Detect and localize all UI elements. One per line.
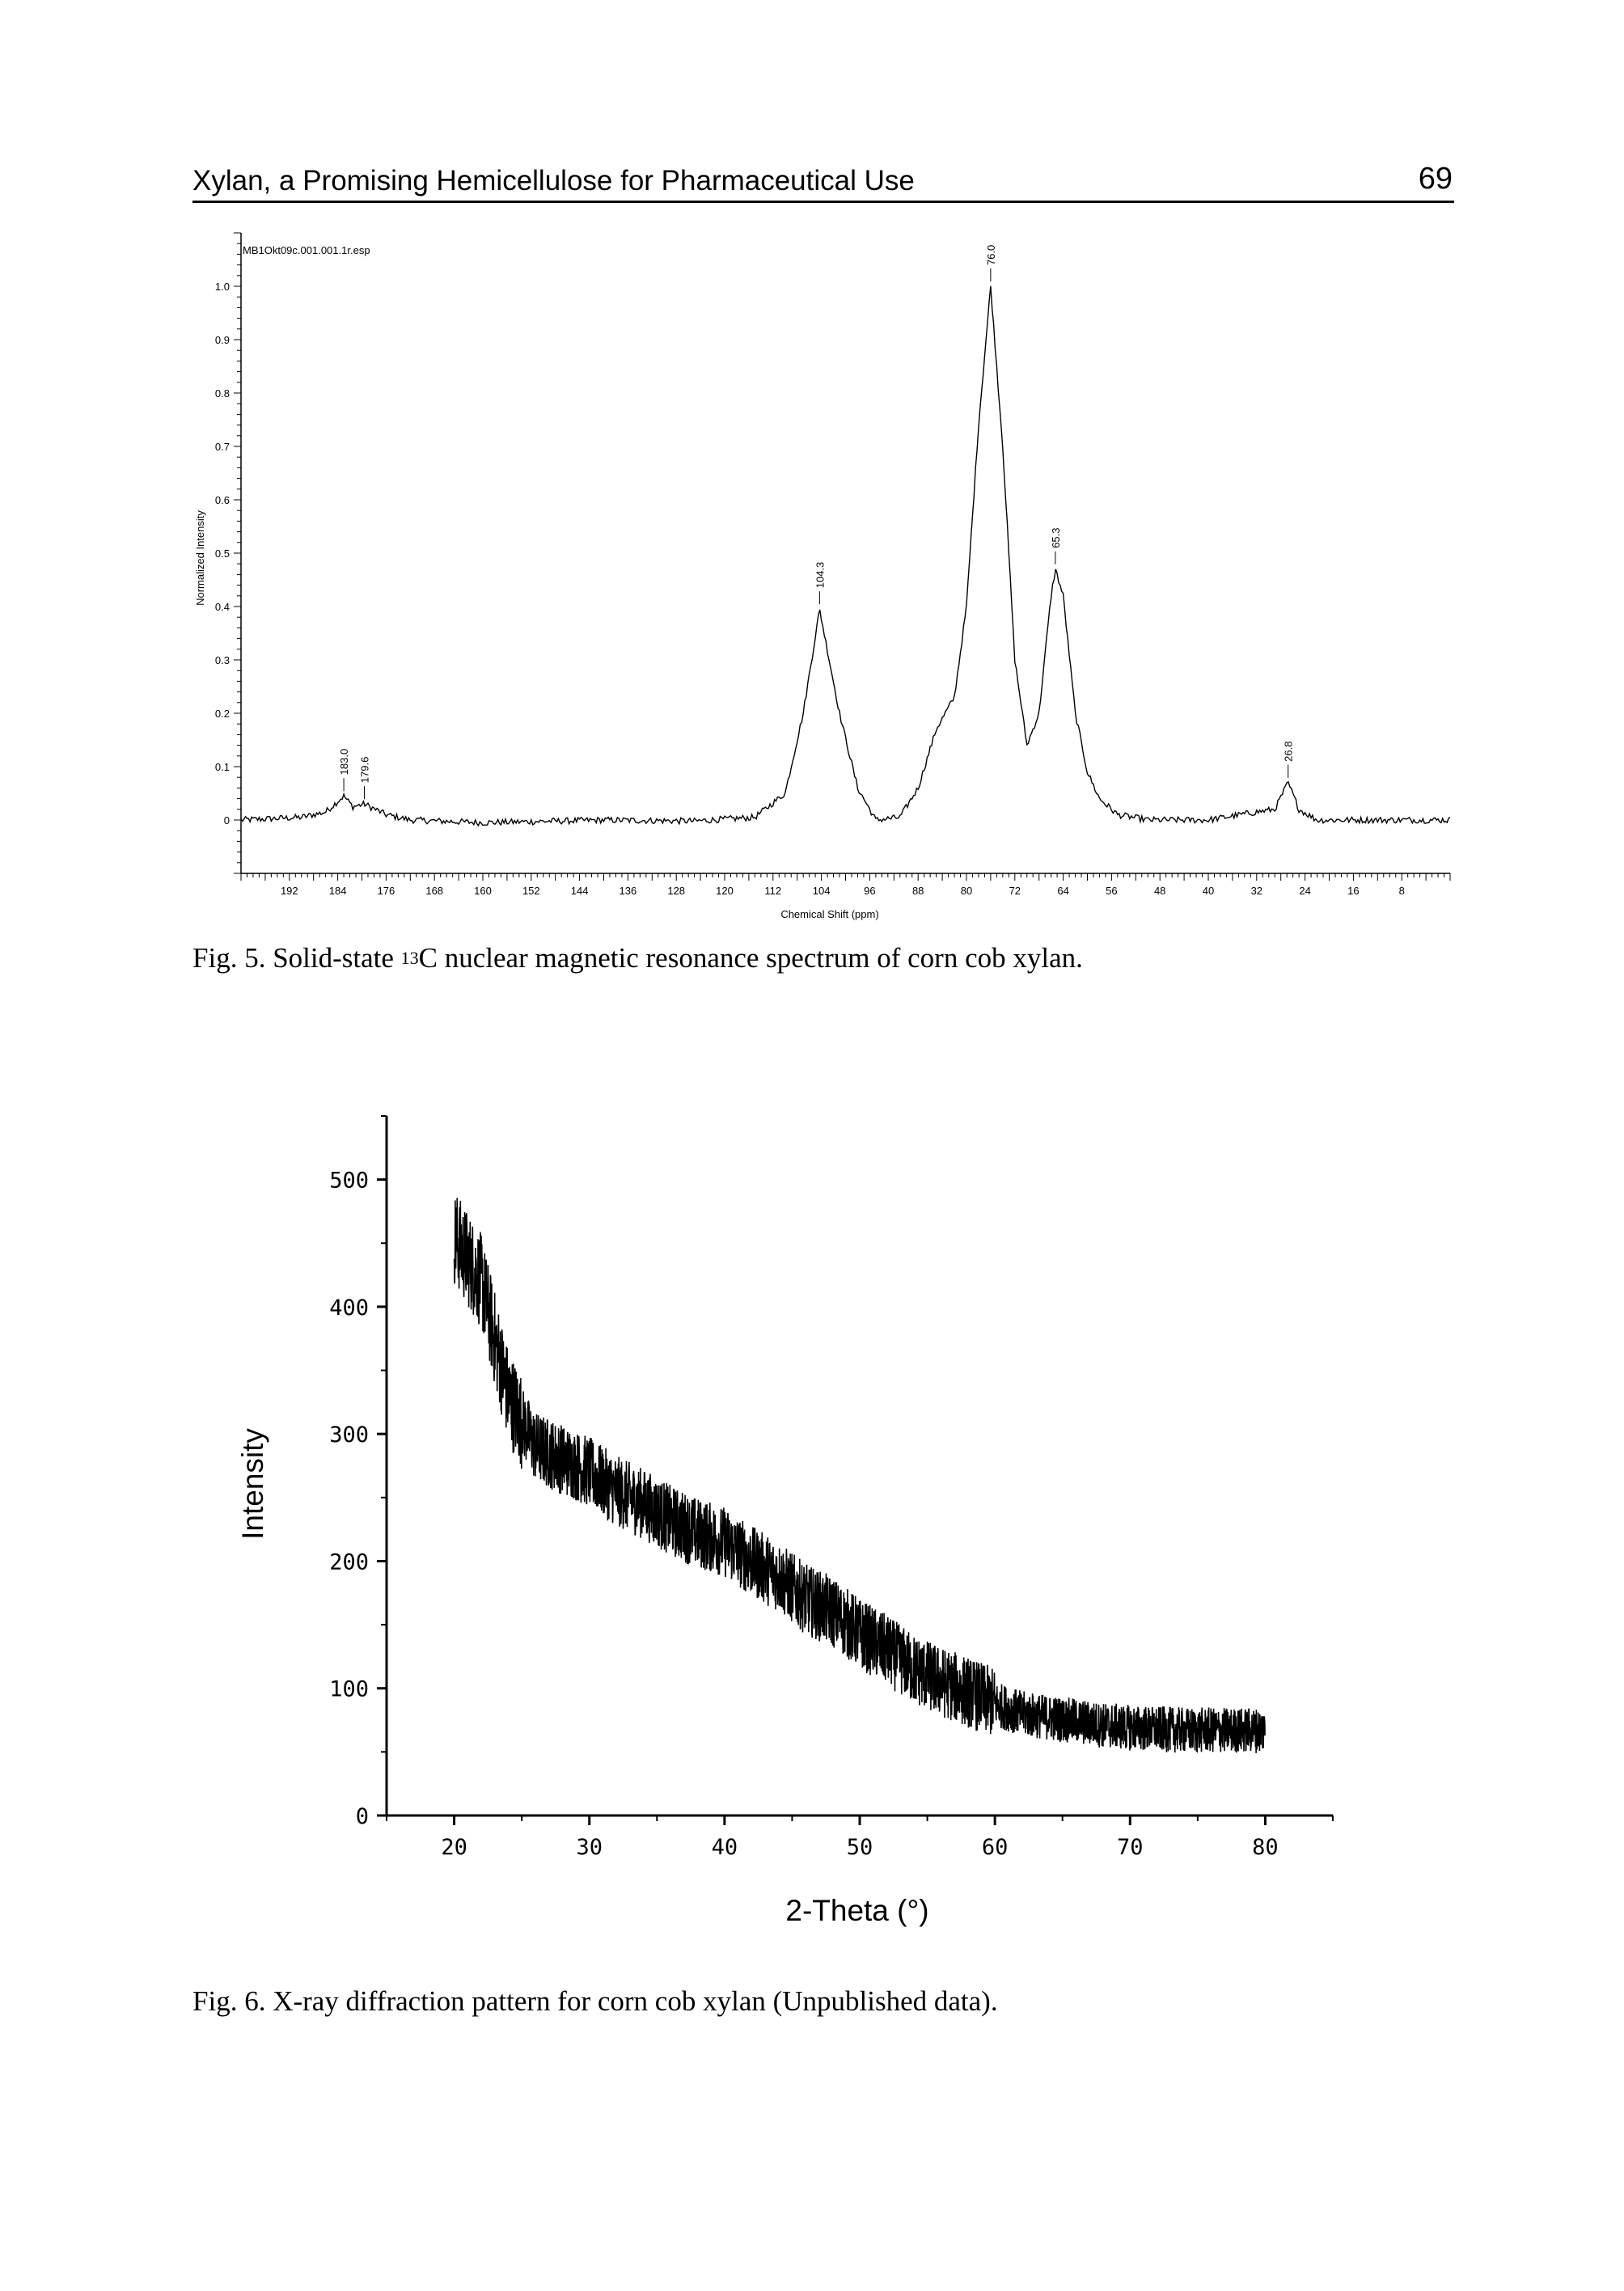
- nmr-y-tick-label: 0.6: [215, 494, 230, 506]
- nmr-x-tick-label: 32: [1251, 885, 1262, 897]
- figure-5-caption-suffix: C nuclear magnetic resonance spectrum of…: [418, 942, 1083, 974]
- xrd-y-axis-title: Intensity: [236, 1428, 269, 1540]
- nmr-y-tick-label: 0.7: [215, 441, 230, 453]
- nmr-x-tick-label: 136: [620, 885, 637, 897]
- header-rule: [192, 201, 1454, 203]
- xrd-y-tick-label: 300: [329, 1422, 369, 1448]
- nmr-x-tick-label: 80: [961, 885, 972, 897]
- nmr-x-tick-label: 8: [1399, 885, 1405, 897]
- nmr-series-line: [240, 285, 1451, 827]
- xrd-y-tick-label: 0: [356, 1804, 369, 1829]
- nmr-x-tick-label: 16: [1347, 885, 1359, 897]
- xrd-x-tick-label: 40: [712, 1835, 738, 1860]
- xrd-y-tick-label: 400: [329, 1296, 369, 1321]
- nmr-y-tick-label: 0.5: [215, 547, 230, 560]
- xrd-y-tick-label: 200: [329, 1549, 369, 1575]
- nmr-peak-label: 179.6: [358, 757, 370, 784]
- xrd-y-tick-label: 500: [329, 1169, 369, 1194]
- figure-5-caption: Fig. 5. Solid-state 13C nuclear magnetic…: [192, 942, 1083, 974]
- nmr-y-tick-label: 0.3: [215, 654, 230, 666]
- page-number: 69: [1418, 162, 1453, 196]
- nmr-peak-label: 183.0: [338, 749, 350, 776]
- nmr-x-tick-label: 160: [474, 885, 492, 897]
- nmr-x-tick-label: 152: [522, 885, 540, 897]
- nmr-peak-label: 76.0: [985, 245, 997, 265]
- nmr-x-axis-title: Chemical Shift (ppm): [780, 908, 878, 920]
- nmr-x-tick-label: 168: [425, 885, 443, 897]
- nmr-x-tick-label: 112: [764, 885, 781, 897]
- xrd-pattern-figure: 20 30 40 50 60 70 80 0 100 200 300 400 500 2-Theta (…: [226, 1104, 1359, 1945]
- nmr-peak-label: 65.3: [1050, 527, 1062, 547]
- xrd-x-tick-label: 20: [441, 1835, 467, 1860]
- xrd-x-axis-title: 2-Theta (°): [785, 1894, 928, 1927]
- nmr-x-tick-label: 120: [716, 885, 734, 897]
- xrd-x-tick-label: 80: [1252, 1835, 1279, 1860]
- nmr-y-tick-label: 0.2: [215, 708, 230, 720]
- figure-5-caption-prefix: Fig. 5. Solid-state: [192, 942, 401, 974]
- xrd-x-tick-label: 60: [982, 1835, 1009, 1860]
- xrd-series-line: [453, 1198, 1266, 1754]
- xrd-x-tick-label: 50: [847, 1835, 873, 1860]
- nmr-x-tick-label: 64: [1057, 885, 1068, 897]
- nmr-y-tick-label: 0.9: [215, 334, 230, 346]
- xrd-pattern-chart: 20 30 40 50 60 70 80 0 100 200 300 400 500 2-Theta (…: [236, 1115, 1334, 1927]
- figure-6-caption: Fig. 6. X-ray diffraction pattern for co…: [192, 1985, 998, 2017]
- nmr-x-tick-label: 56: [1106, 885, 1117, 897]
- nmr-y-tick-label: 1.0: [215, 281, 230, 293]
- nmr-x-tick-label: 184: [329, 885, 347, 897]
- nmr-y-tick-label: 0.4: [215, 601, 230, 613]
- figure-5-caption-superscript: 13: [400, 948, 419, 968]
- nmr-x-tick-label: 176: [378, 885, 395, 897]
- nmr-y-tick-label: 0.1: [215, 761, 230, 773]
- nmr-x-tick-label: 104: [813, 885, 831, 897]
- running-header-title: Xylan, a Promising Hemicellulose for Pha…: [192, 165, 915, 197]
- xrd-y-tick-label: 100: [329, 1677, 369, 1702]
- nmr-peak-label: 26.8: [1283, 741, 1295, 761]
- nmr-x-tick-label: 144: [571, 885, 589, 897]
- nmr-y-tick-label: 0: [224, 814, 230, 826]
- nmr-y-tick-label: 0.8: [215, 387, 230, 399]
- xrd-x-tick-label: 70: [1117, 1835, 1144, 1860]
- nmr-x-tick-label: 72: [1009, 885, 1021, 897]
- nmr-file-title: MB1Okt09c.001.001.1r.esp: [243, 244, 370, 256]
- nmr-x-tick-label: 48: [1154, 885, 1165, 897]
- nmr-x-tick-label: 40: [1203, 885, 1214, 897]
- nmr-x-tick-label: 24: [1299, 885, 1310, 897]
- xrd-x-tick-label: 30: [576, 1835, 603, 1860]
- nmr-x-tick-label: 96: [864, 885, 875, 897]
- nmr-x-tick-label: 192: [281, 885, 298, 897]
- nmr-y-axis-title: Normalized Intensity: [194, 510, 206, 606]
- nmr-x-tick-label: 88: [912, 885, 924, 897]
- nmr-x-tick-label: 128: [667, 885, 685, 897]
- nmr-peak-label: 104.3: [814, 562, 826, 589]
